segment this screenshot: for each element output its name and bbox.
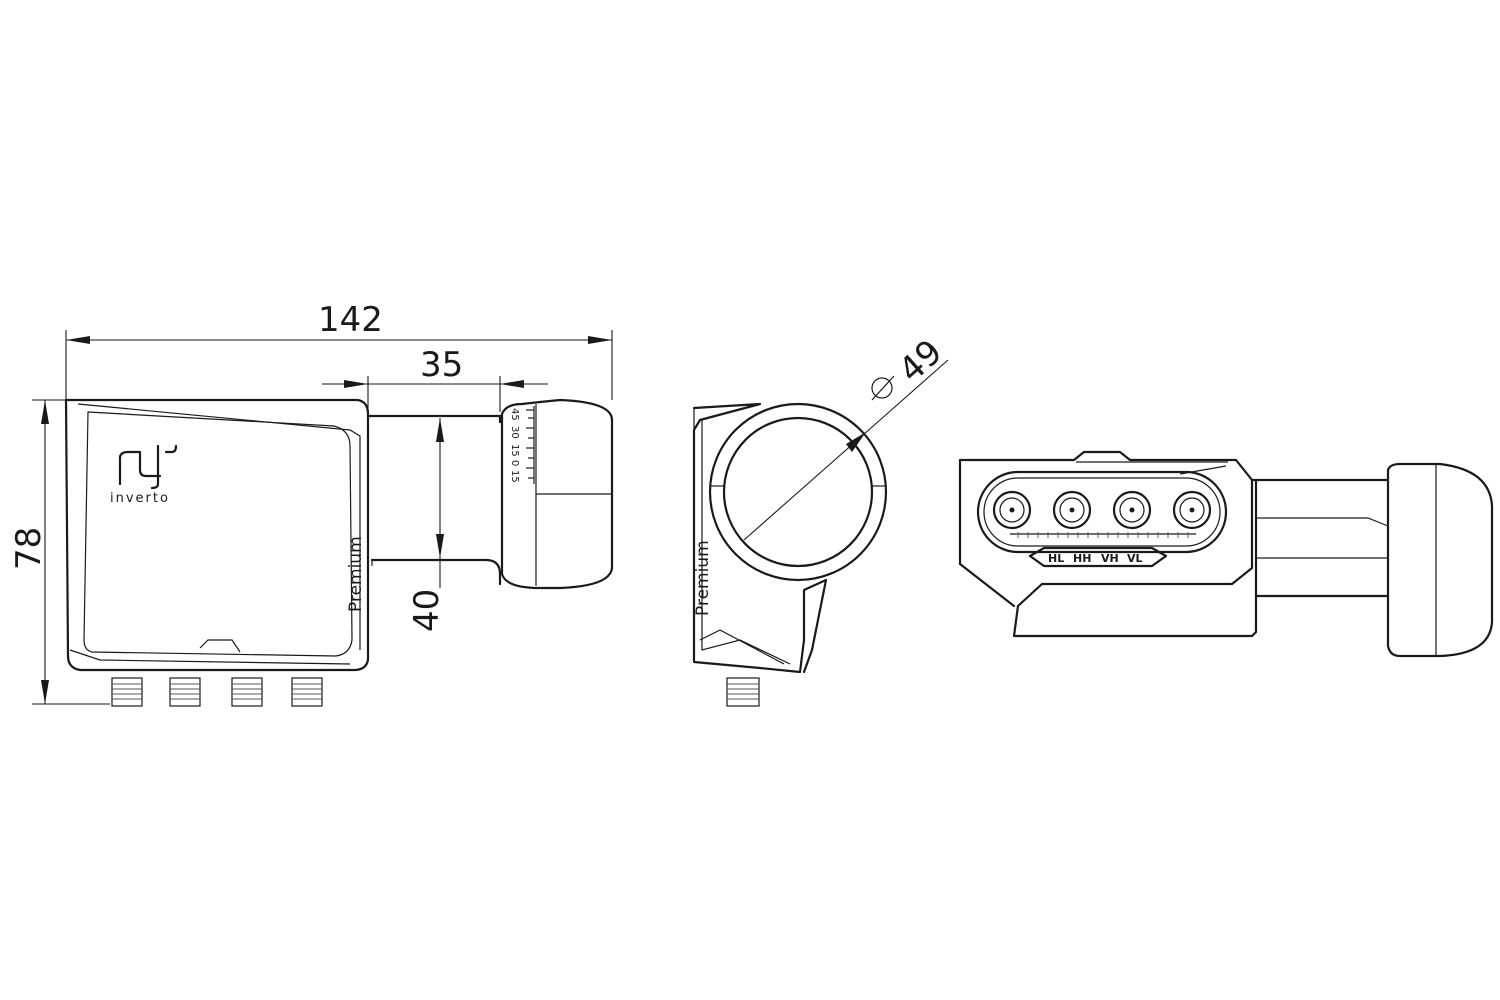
skew-mark-5: 15 xyxy=(509,470,520,483)
bottom-housing xyxy=(958,450,1258,638)
port-tick-strip xyxy=(1010,532,1196,538)
side-view: inverto Premium 45 30 15 0 15 xyxy=(9,300,614,707)
bottom-feed-neck xyxy=(1250,478,1390,598)
skew-mark-2: 30 xyxy=(509,426,520,439)
skew-mark-3: 15 xyxy=(509,444,520,457)
front-view: Premium 49 xyxy=(692,332,950,707)
skew-mark-1: 45 xyxy=(509,408,520,421)
side-housing xyxy=(64,398,370,672)
f-connector-vl xyxy=(1172,490,1212,530)
side-feed-neck xyxy=(366,414,502,586)
front-connector xyxy=(726,677,760,707)
front-housing xyxy=(692,402,828,674)
bottom-feed-horn xyxy=(1386,462,1494,658)
port-panel xyxy=(976,470,1228,554)
dim-40: 40 xyxy=(407,589,447,632)
f-connector-hh xyxy=(1052,490,1092,530)
port-label-hh: HH xyxy=(1073,552,1091,565)
side-connectors xyxy=(111,677,323,707)
dimension-height: 78 xyxy=(9,399,110,705)
dim-49: 49 xyxy=(891,332,950,391)
inverto-logo: inverto xyxy=(110,444,178,506)
front-model-line-label: Premium xyxy=(693,540,713,616)
skew-scale: 45 30 15 0 15 xyxy=(509,406,535,484)
dimension-feed-offset: 40 xyxy=(407,418,447,632)
dim-35: 35 xyxy=(420,345,463,385)
port-label-plate xyxy=(1028,546,1168,568)
model-line-label: Premium xyxy=(346,536,366,612)
port-label-vl: VL xyxy=(1127,552,1143,565)
bottom-view: HL HH VH VL xyxy=(958,450,1494,658)
brand-name: inverto xyxy=(110,491,170,506)
dimension-feed-length: 35 xyxy=(322,345,548,412)
dimension-overall-length: 142 xyxy=(65,300,613,400)
f-connector-hl xyxy=(992,490,1032,530)
skew-mark-4: 0 xyxy=(509,460,520,466)
dim-78: 78 xyxy=(9,527,49,570)
port-label-hl: HL xyxy=(1048,552,1064,565)
front-feed-mouth xyxy=(722,416,874,568)
dim-142: 142 xyxy=(318,300,383,340)
f-connector-vh xyxy=(1112,490,1152,530)
port-label-vh: VH xyxy=(1101,552,1119,565)
front-flange-outer xyxy=(708,402,888,582)
